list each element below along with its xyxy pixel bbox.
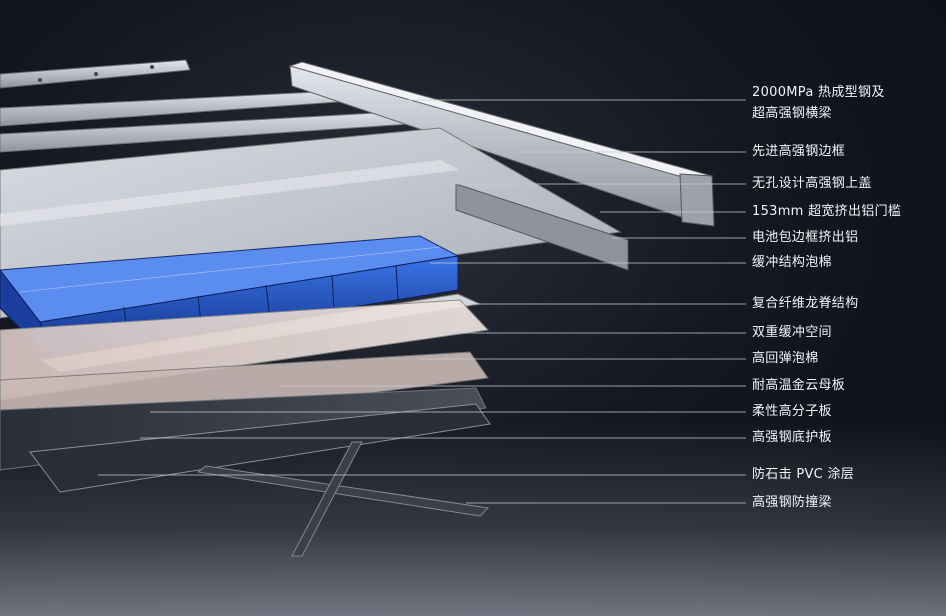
label-steel-frame: 先进高强钢边框 — [752, 142, 845, 162]
label-mica-board: 耐高温金云母板 — [752, 376, 845, 396]
label-text: 耐高温金云母板 — [752, 378, 846, 393]
label-top-cover: 无孔设计高强钢上盖 — [752, 174, 872, 194]
label-aluminum-sill: 153mm 超宽挤出铝门槛 — [752, 202, 901, 222]
label-text: 无孔设计高强钢上盖 — [752, 176, 872, 191]
label-text: 缓冲结构泡棉 — [752, 255, 832, 270]
label-double-buffer: 双重缓冲空间 — [752, 323, 832, 343]
label-text: 高强钢防撞梁 — [752, 495, 832, 510]
label-text: 高强钢底护板 — [752, 430, 832, 445]
label-hot-formed-steel: 2000MPa 热成型钢及 超高强钢横梁 — [752, 82, 885, 124]
label-rebound-foam: 高回弹泡棉 — [752, 349, 819, 369]
label-text: 先进高强钢边框 — [752, 144, 846, 159]
label-buffer-foam: 缓冲结构泡棉 — [752, 253, 832, 273]
label-polymer-board: 柔性高分子板 — [752, 402, 832, 422]
label-text: 电池包边框挤出铝 — [752, 230, 859, 245]
label-text: 153mm 超宽挤出铝门槛 — [752, 204, 902, 219]
label-pvc-coating: 防石击 PVC 涂层 — [752, 465, 854, 485]
label-text: 柔性高分子板 — [752, 404, 832, 419]
label-text: 2000MPa 热成型钢及 超高强钢横梁 — [752, 85, 885, 121]
label-text: 防石击 PVC 涂层 — [752, 467, 855, 482]
label-crash-beam: 高强钢防撞梁 — [752, 493, 832, 513]
label-pack-frame: 电池包边框挤出铝 — [752, 228, 858, 248]
top-cross-beam — [0, 59, 191, 89]
label-text: 复合纤维龙脊结构 — [752, 296, 859, 311]
bottom-protection-plates — [0, 387, 491, 493]
anti-collision-beam — [196, 441, 490, 557]
label-text: 高回弹泡棉 — [752, 351, 819, 366]
label-bottom-guard: 高强钢底护板 — [752, 428, 832, 448]
extruded-aluminum-rail — [455, 183, 629, 271]
leader-lines — [98, 99, 746, 504]
label-composite-spine: 复合纤维龙脊结构 — [752, 294, 858, 314]
label-text: 双重缓冲空间 — [752, 325, 832, 340]
